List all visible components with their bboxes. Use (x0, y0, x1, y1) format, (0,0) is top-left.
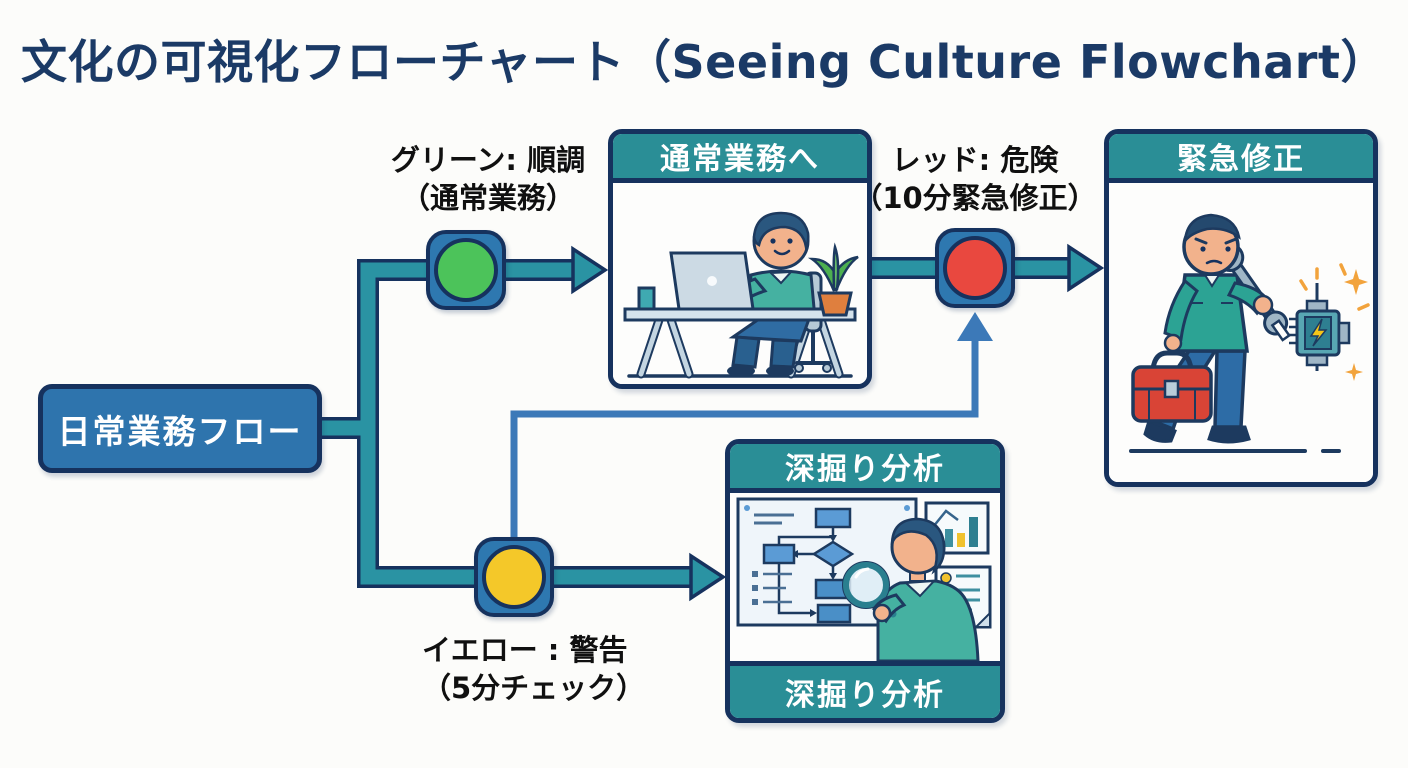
node-daily-flow: 日常業務フロー (38, 384, 322, 473)
panel-deep-analysis-title: 深掘り分析 (785, 452, 945, 487)
edge-yellow-to-analysis (552, 552, 727, 602)
node-daily-flow-label: 日常業務フロー (57, 411, 303, 451)
red-signal-label: レッド: 危険 （10分緊急修正） (833, 141, 1117, 217)
panel-emergency-fix-title: 緊急修正 (1177, 142, 1305, 177)
panel-normal-work-header: 通常業務へ (613, 134, 867, 183)
red-signal-label-line2: （10分緊急修正） (853, 181, 1097, 215)
red-signal-label-line1: レッド: 危険 (891, 143, 1059, 177)
edge-red-to-emergency (1012, 243, 1105, 293)
green-signal-label-line2: （通常業務） (400, 181, 575, 215)
page-title: 文化の可視化フローチャート（Seeing Culture Flowchart） (21, 35, 1387, 89)
panel-deep-analysis-header: 深掘り分析 (730, 444, 1000, 493)
panel-deep-analysis-footer: 深掘り分析 (730, 661, 1000, 718)
green-light-icon (434, 238, 498, 302)
signal-node-green (426, 230, 506, 310)
edge-green-to-normal-work (504, 245, 609, 295)
panel-deep-analysis-footer-label: 深掘り分析 (785, 678, 945, 713)
signal-node-yellow (474, 537, 554, 617)
green-signal-label-line1: グリーン: 順調 (390, 143, 586, 177)
yellow-signal-label: イエロー : 警告 （5分チェック） (422, 631, 722, 707)
panel-emergency-fix-header: 緊急修正 (1109, 134, 1373, 183)
panel-normal-work-title: 通常業務へ (660, 142, 820, 177)
edge-start-trunk (322, 259, 476, 588)
yellow-signal-label-line1: イエロー : 警告 (422, 633, 628, 667)
panel-deep-analysis: 深掘り分析 (725, 439, 1005, 723)
red-light-icon (943, 236, 1007, 300)
analyst-illustration (730, 493, 1000, 661)
edge-yellow-to-red-escalation (510, 312, 993, 540)
desk-worker-illustration (613, 183, 867, 384)
repairman-illustration (1109, 183, 1373, 482)
signal-node-red (935, 228, 1015, 308)
yellow-signal-label-line2: （5分チェック） (422, 671, 646, 705)
green-signal-label: グリーン: 順調 （通常業務） (348, 141, 628, 217)
panel-normal-work: 通常業務へ (608, 129, 872, 389)
yellow-light-icon (482, 545, 546, 609)
panel-emergency-fix: 緊急修正 (1104, 129, 1378, 487)
